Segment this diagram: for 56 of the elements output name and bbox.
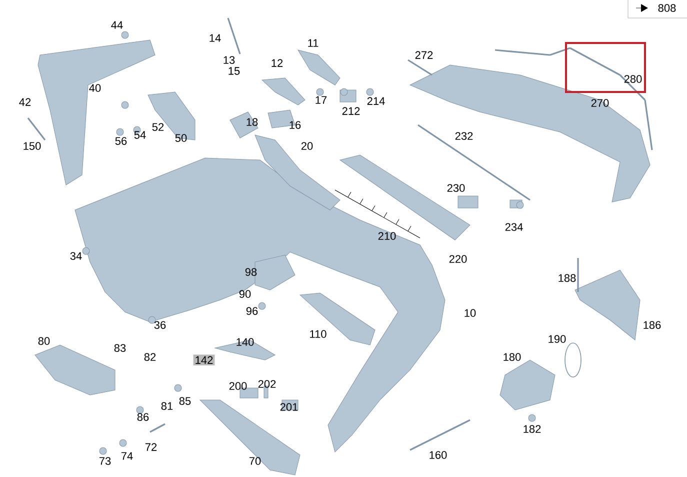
highlighted-callout: 142 <box>193 354 215 366</box>
reference-box: 808 <box>628 0 687 18</box>
callout-number: 11 <box>308 39 318 47</box>
callout-number: 15 <box>228 67 240 75</box>
callout-number: 42 <box>19 98 31 106</box>
callout-number: 182 <box>524 425 541 433</box>
callout-number: 232 <box>455 132 473 140</box>
callout-number: 36 <box>154 321 166 329</box>
callout-number: 280 <box>624 75 642 83</box>
callout-number: 150 <box>24 142 41 150</box>
callout-number: 160 <box>430 451 447 459</box>
callout-number: 98 <box>245 268 257 276</box>
callout-number: 234 <box>505 223 523 231</box>
callout-number: 200 <box>229 382 247 390</box>
callout-number: 40 <box>89 84 101 92</box>
callout-number: 17 <box>316 96 327 104</box>
callout-number: 272 <box>415 51 433 59</box>
callout-number: 86 <box>137 413 149 421</box>
callout-number: 140 <box>236 338 254 346</box>
callout-number: 270 <box>591 99 609 107</box>
callout-number: 188 <box>558 274 576 282</box>
callout-number: 54 <box>134 131 146 139</box>
callout-number: 70 <box>249 457 261 465</box>
callout-number: 210 <box>378 232 396 240</box>
callout-number: 74 <box>121 452 133 460</box>
callout-number: 14 <box>210 34 221 42</box>
callout-number: 10 <box>464 309 476 317</box>
callout-number: 214 <box>367 97 385 105</box>
callout-number: 13 <box>224 56 235 64</box>
callout-number: 186 <box>644 321 661 329</box>
callout-number: 212 <box>342 107 360 115</box>
callout-number: 96 <box>246 307 258 315</box>
callout-number: 18 <box>246 118 258 126</box>
callout-number: 180 <box>504 353 521 361</box>
callout-number: 85 <box>179 397 191 405</box>
callout-number: 81 <box>161 402 173 410</box>
callout-number: 12 <box>272 59 283 67</box>
callout-number: 110 <box>310 330 326 338</box>
callout-number: 16 <box>290 121 301 129</box>
callout-number: 34 <box>70 252 82 260</box>
callout-number: 83 <box>114 344 126 352</box>
callout-number: 52 <box>152 123 164 131</box>
callout-number: 202 <box>258 380 276 388</box>
callout-number: 20 <box>301 142 313 150</box>
callout-number: 82 <box>144 353 156 361</box>
callout-number: 201 <box>280 403 298 411</box>
callout-number: 56 <box>115 137 127 145</box>
callout-number: 72 <box>145 443 157 451</box>
callout-number: 44 <box>111 21 123 29</box>
callout-number: 220 <box>449 255 467 263</box>
callout-number: 230 <box>447 184 465 192</box>
callout-number: 90 <box>239 290 251 298</box>
callout-number: 80 <box>38 337 50 345</box>
callout-number: 190 <box>548 335 566 343</box>
callout-number: 73 <box>99 457 111 465</box>
callout-number: 50 <box>175 134 187 142</box>
